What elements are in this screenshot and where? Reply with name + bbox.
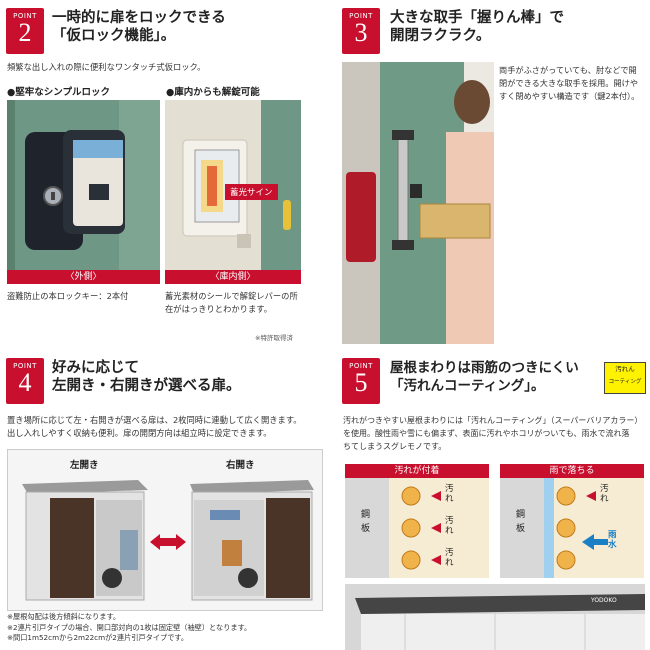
dirt-label-1: 汚れ	[445, 484, 454, 504]
glow-sign-label: 蓄光サイン	[225, 184, 278, 200]
steel-plate-right: 鋼板	[500, 478, 544, 578]
handle-illustration	[342, 62, 494, 344]
point4-desc: 置き場所に応じて左・右開きが選べる扉は、2枚同時に連動して広く開きます。 出し入…	[7, 415, 302, 438]
point2-desc: 頻繁な出し入れの際に便利なワンタッチ式仮ロック。	[7, 62, 206, 72]
point4-title: 好みに応じて 左開き・右開きが選べる扉。	[52, 360, 241, 394]
brand-label: YODOKO	[591, 597, 617, 604]
rain-illustration	[544, 478, 608, 578]
note-outside: 盗難防止の本ロックキー：2本付	[7, 291, 129, 301]
point3-title: 大きな取手「握りん棒」で 開閉ラクラク。	[390, 10, 564, 44]
panel-dirt-title: 汚れが付着	[345, 464, 489, 478]
point2-sub-left: ●堅牢なシンプルロック	[7, 87, 111, 98]
point3-desc: 両手がふさがっていても、肘などで開 閉ができる大きな取手を採用。開けや すく閉め…	[499, 65, 640, 101]
lock-illustration	[7, 100, 160, 270]
point2-sub-right: ●庫内からも解錠可能	[166, 87, 260, 98]
handle-photo	[342, 62, 494, 344]
roof-photo: YODOKO	[345, 584, 645, 650]
steel-label-right: 鋼板	[516, 510, 526, 534]
dirt-label-3: 汚れ	[445, 548, 454, 568]
point4-notes: ※屋根勾配は後方傾斜になります。 ※2連片引戸タイプの場合、開口部対向の1枚は固…	[7, 612, 252, 642]
point2-title: 一時的に扉をロックできる 「仮ロック機能」。	[52, 10, 226, 44]
point-badge-3: POINT 3	[342, 8, 380, 54]
patent-note: ※特許取得済	[255, 334, 293, 342]
point-badge-4: POINT 4	[6, 358, 44, 404]
steel-label-left: 鋼板	[361, 510, 371, 534]
roof-illustration	[345, 584, 645, 650]
point5-desc: 汚れがつきやすい屋根まわりには「汚れんコーティング」（スーパーバリアカラー） を…	[343, 416, 643, 451]
panel-rain: 鋼板 汚れ 雨水	[500, 478, 644, 578]
steel-plate-left: 鋼板	[345, 478, 389, 578]
door-direction-panel: 左開き 右開き	[7, 449, 323, 611]
point-badge-2: POINT 2	[6, 8, 44, 54]
sheds-illustration	[22, 480, 314, 601]
panel-rain-title: 雨で落ちる	[500, 464, 644, 478]
caption-inside: 〈庫内側〉	[165, 270, 301, 284]
dirt-label-right: 汚れ	[600, 484, 609, 504]
rain-label: 雨水	[608, 530, 617, 550]
point-badge-5: POINT 5	[342, 358, 380, 404]
coating-logo: 汚れん コーティング	[604, 362, 646, 394]
panel-dirt: 鋼板 汚れ 汚れ 汚れ	[345, 478, 489, 578]
dirt-label-2: 汚れ	[445, 516, 454, 536]
lock-outside-photo	[7, 100, 160, 270]
label-right-open: 右開き	[226, 460, 255, 471]
dirt-illustration	[401, 486, 441, 570]
label-left-open: 左開き	[70, 460, 99, 471]
note-inside: 蓄光素材のシールで解錠レバーの所 在がはっきりとわかります。	[165, 291, 298, 314]
caption-outside: 〈外側〉	[7, 270, 160, 284]
point5-title: 屋根まわりは雨筋のつきにくい 「汚れんコーティング」。	[390, 360, 579, 394]
